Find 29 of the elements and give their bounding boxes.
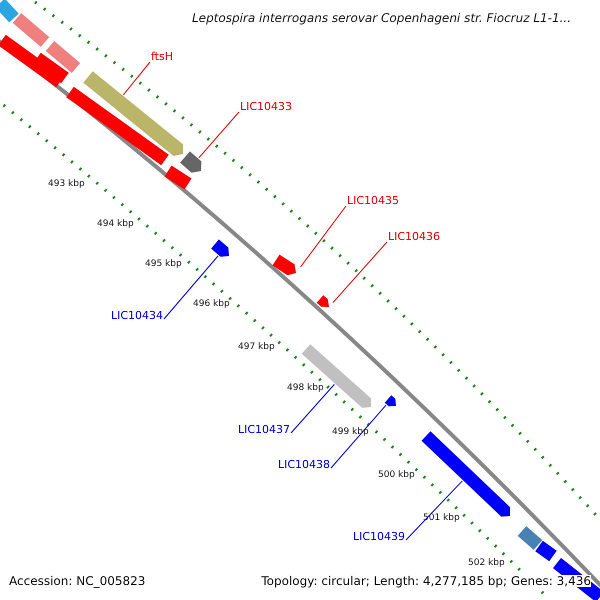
- gene-bar: [272, 254, 296, 276]
- gene-label: ftsH: [151, 51, 173, 62]
- scale-label: 494 kbp: [97, 220, 134, 229]
- leader-line: [290, 384, 335, 434]
- gene-label: LIC10436: [388, 231, 440, 242]
- gene-label: LIC10435: [347, 195, 400, 206]
- leader-line: [330, 404, 386, 468]
- gene-label: LIC10434: [110, 310, 163, 321]
- leader-line: [332, 242, 388, 304]
- scale-label: 498 kbp: [287, 384, 324, 393]
- gene-bar: [384, 395, 396, 406]
- leader-line: [122, 62, 150, 96]
- leader-line: [406, 480, 463, 540]
- gene-label: LIC10437: [238, 424, 290, 435]
- gene-label: LIC10439: [352, 531, 405, 542]
- gene-bar: [180, 151, 202, 173]
- gene-label: LIC10438: [278, 459, 330, 470]
- scale-label: 496 kbp: [193, 300, 230, 309]
- leader-line: [300, 206, 346, 268]
- gene-bar: [316, 295, 329, 307]
- gene-label: LIC10433: [240, 101, 292, 112]
- gene-bar: [211, 239, 229, 257]
- genome-summary-text: Topology: circular; Length: 4,277,185 bp; Genes: 3,436: [261, 575, 591, 587]
- accession-text: Accession: NC_005823: [9, 575, 146, 587]
- scale-label: 502 kbp: [468, 559, 505, 568]
- gene-bar: [83, 71, 184, 156]
- leader-line: [198, 112, 240, 158]
- leader-line: [164, 255, 219, 320]
- map-title: Leptospira interrogans serovar Copenhageni str. Fiocruz L1-1...: [192, 12, 572, 24]
